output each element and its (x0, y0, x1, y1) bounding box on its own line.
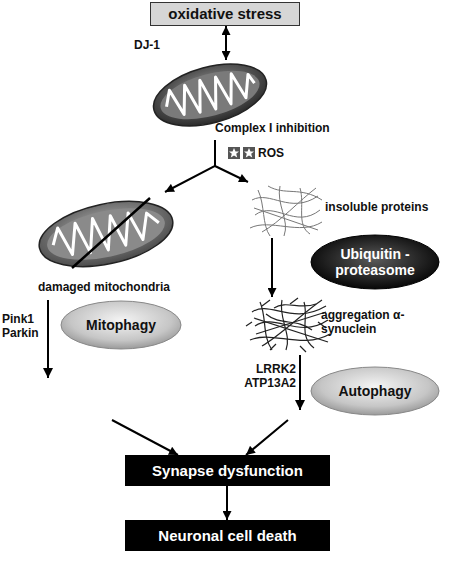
node-text: Mitophagy (66, 317, 176, 333)
insoluble-proteins-node: insoluble proteins (240, 182, 435, 238)
damaged-mitochondria-node: damaged mitochondria (30, 192, 205, 300)
node-text: aggregation α-synuclein (321, 309, 407, 337)
edge-label: LRRK2 ATP13A2 (238, 362, 296, 391)
process-ellipse: Ubiquitin -proteasome (310, 234, 440, 290)
ellipse-shape (61, 301, 181, 349)
node-text: damaged mitochondria (38, 281, 203, 295)
mitochondrion-node: Complex I inhibition (140, 60, 335, 140)
process-ellipse: Mitophagy (60, 300, 182, 350)
damage-slash (72, 198, 150, 268)
stress-box: oxidative stress (150, 2, 300, 26)
node-text: Ubiquitin -proteasome (327, 246, 423, 278)
arrow-connector (225, 26, 227, 60)
arrow-connector (271, 238, 273, 297)
arrow-connector (226, 486, 228, 520)
ros-icon (228, 147, 240, 159)
process-ellipse: Autophagy (310, 366, 440, 416)
free-label: ROS (258, 146, 298, 160)
alpha-synuclein-aggregate (246, 298, 330, 352)
node-text: Neuronal cell death (128, 527, 328, 544)
arrow-connector (48, 300, 178, 455)
damaged-mitochondrion-illustration (33, 191, 179, 278)
ellipse-shape (311, 235, 439, 289)
edge-label: Pink1 Parkin (2, 312, 48, 341)
node-text: insoluble proteins (325, 201, 433, 215)
outcome-box: Synapse dysfunction (125, 455, 330, 486)
node-text: Autophagy (317, 383, 433, 399)
arrow-connector (165, 140, 215, 192)
arrow-connector (215, 140, 248, 182)
node-text: oxidative stress (152, 5, 298, 22)
outcome-box: Neuronal cell death (125, 520, 330, 551)
arrow-head (43, 368, 53, 378)
insoluble-protein-fibers (250, 186, 322, 236)
aggregation-node: aggregation α-synuclein (245, 297, 415, 355)
node-text: Synapse dysfunction (128, 462, 328, 479)
arrow-head (295, 400, 305, 410)
ellipse-shape (311, 367, 439, 415)
ros-icon (243, 147, 255, 159)
edge-label: DJ-1 (134, 38, 174, 52)
node-text: Complex I inhibition (215, 122, 335, 136)
